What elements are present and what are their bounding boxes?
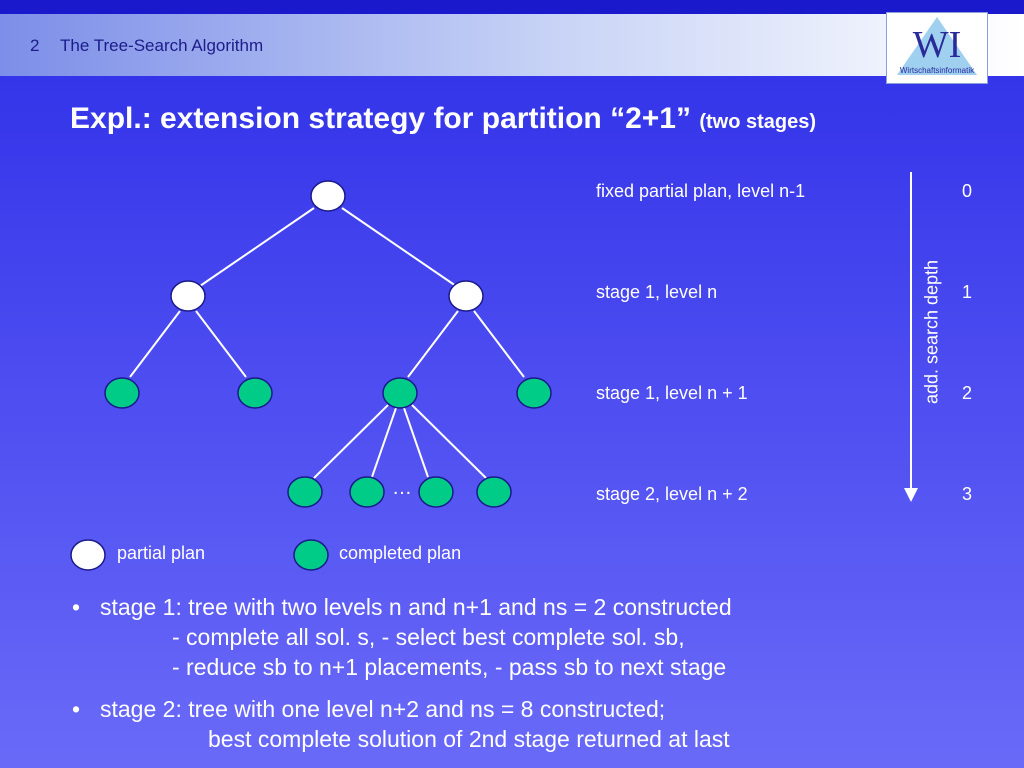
tree-nodes	[104, 180, 552, 508]
tree-edge	[195, 310, 247, 378]
tree-edge	[473, 310, 525, 378]
bullet-stage-2: • stage 2: tree with one level n+2 and n…	[72, 694, 732, 754]
completed-node	[418, 476, 454, 508]
bullet-line: stage 2: tree with one level n+2 and ns …	[100, 696, 666, 722]
bullet-subline: best complete solution of 2nd stage retu…	[208, 726, 730, 752]
bullet-line: stage 1: tree with two levels n and n+1 …	[100, 594, 732, 620]
section-title: The Tree-Search Algorithm	[60, 36, 264, 55]
search-depth-label: add. search depth	[921, 259, 942, 405]
slide-number: 2	[30, 36, 40, 55]
bullet-subline: - reduce sb to n+1 placements, - pass sb…	[172, 654, 727, 680]
completed-node	[382, 377, 418, 409]
depth-number-1: 1	[962, 282, 973, 302]
tree-edge	[313, 404, 389, 479]
level-label-1: stage 1, level n	[596, 282, 718, 302]
partial-node	[170, 280, 206, 312]
header-band	[0, 14, 1024, 76]
depth-number-3: 3	[962, 484, 973, 504]
completed-node	[287, 476, 323, 508]
logo-triangle	[897, 17, 977, 75]
bullet-marker: •	[72, 594, 81, 620]
tree-edge	[341, 207, 457, 287]
tree-edge	[411, 404, 487, 479]
legend-partial-label: partial plan	[117, 543, 206, 563]
completed-node	[237, 377, 273, 409]
completed-node	[104, 377, 140, 409]
level-label-3: stage 2, level n + 2	[596, 484, 748, 504]
depth-arrow-head	[904, 488, 918, 502]
legend-completed-label: completed plan	[339, 543, 462, 563]
tree-edge	[407, 310, 459, 378]
top-bar	[0, 0, 1024, 14]
title-main: Expl.: extension strategy for partition …	[70, 102, 691, 135]
depth-number-2: 2	[962, 383, 973, 403]
logo-subtext: Wirtschaftsinformatik	[900, 66, 975, 75]
title-sub: (two stages)	[699, 111, 817, 133]
section-header: 2 The Tree-Search Algorithm	[30, 36, 263, 56]
completed-node	[516, 377, 552, 409]
level-label-0: fixed partial plan, level n-1	[596, 181, 806, 201]
bullet-stage-1: • stage 1: tree with two levels n and n+…	[72, 592, 732, 682]
partial-node	[448, 280, 484, 312]
completed-node	[349, 476, 385, 508]
tree-edges	[129, 207, 525, 479]
legend-completed-node	[293, 539, 329, 571]
slide-title: Expl.: extension strategy for partition …	[70, 102, 816, 136]
level-label-2: stage 1, level n + 1	[596, 383, 748, 403]
root-partial-node	[310, 180, 346, 212]
wi-logo: WI Wirtschaftsinformatik	[886, 12, 988, 84]
bullet-marker: •	[72, 696, 81, 722]
bullet-list: • stage 1: tree with two levels n and n+…	[72, 592, 732, 766]
completed-node	[476, 476, 512, 508]
tree-ellipsis: …	[392, 477, 412, 499]
legend-partial-node	[70, 539, 106, 571]
bullet-subline: - complete all sol. s, - select best com…	[172, 624, 685, 650]
tree-edge	[199, 207, 315, 287]
tree-edge	[371, 407, 397, 478]
logo-text: WI	[913, 24, 962, 66]
tree-edge	[129, 310, 181, 378]
depth-number-0: 0	[962, 181, 973, 201]
tree-edge	[403, 407, 429, 478]
